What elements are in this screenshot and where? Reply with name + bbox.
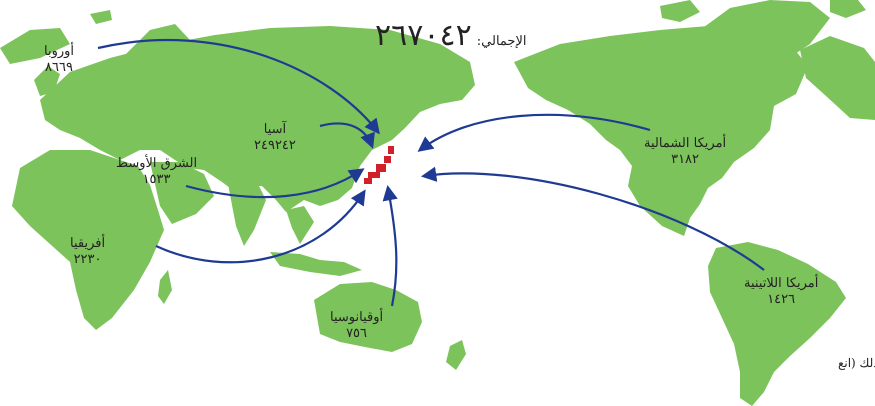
scandinavia-landmass — [120, 24, 190, 70]
japan-marker — [364, 146, 394, 184]
region-value: ٢٤٩٢٤٢ — [254, 138, 296, 153]
se-asia-landmass — [286, 206, 314, 244]
iceland-landmass — [830, 0, 866, 18]
indonesia-landmass — [270, 252, 362, 276]
region-value: ٨٦٦٩ — [45, 60, 73, 75]
region-name: أفريقيا — [70, 236, 106, 251]
eurasia-landmass — [40, 26, 475, 212]
region-label-europe: أوروبا ٨٦٦٩ — [44, 44, 74, 76]
oceania-flow-arrow — [382, 184, 398, 307]
africa-landmass — [12, 150, 164, 330]
british-isles-landmass — [34, 66, 60, 96]
arctic-island-landmass — [90, 10, 112, 24]
other-label: غير ذلك (انع — [838, 356, 875, 370]
region-value: ٧٥٦ — [346, 326, 368, 341]
total-value: ٢٦٧٠٤٢ — [375, 18, 472, 53]
region-name: أوروبا — [44, 44, 75, 59]
total-readout: الإجمالي: ٢٦٧٠٤٢ — [375, 18, 527, 53]
region-label-latin-america: أمريكا اللاتينية ١٤٢٦ — [744, 276, 818, 308]
region-name: أمريكا اللاتينية — [744, 276, 819, 291]
region-value: ٢٢٣٠ — [73, 252, 102, 267]
region-label-north-america: أمريكا الشمالية ٣١٨٢ — [644, 136, 726, 168]
arctic-archipelago-landmass — [660, 0, 700, 22]
north-america-landmass — [514, 26, 808, 236]
region-name: الشرق الأوسط — [116, 156, 198, 171]
australia-landmass — [314, 282, 422, 352]
asia-flow-arrow — [319, 122, 375, 149]
europe-flow-arrow — [97, 38, 380, 135]
india-landmass — [228, 184, 266, 246]
new-zealand-landmass — [446, 340, 466, 370]
region-value: ٣١٨٢ — [671, 152, 700, 167]
region-label-middle-east: الشرق الأوسط ١٥٣٣ — [116, 156, 197, 188]
greenland-landmass — [700, 0, 830, 64]
africa-flow-arrow — [155, 189, 366, 264]
region-value: ١٤٢٦ — [767, 292, 796, 307]
latin-america-flow-arrow — [420, 166, 765, 271]
region-label-asia: آسيا ٢٤٩٢٤٢ — [254, 122, 296, 154]
region-name: آسيا — [263, 122, 287, 137]
south-america-landmass — [708, 242, 846, 406]
north-america-flow-arrow — [417, 113, 651, 152]
arabia-landmass — [150, 162, 214, 224]
arctic-landmass — [0, 28, 70, 64]
total-label: الإجمالي: — [476, 34, 527, 49]
far-north-landmass — [800, 36, 875, 120]
madagascar-landmass — [158, 270, 172, 304]
region-value: ١٥٣٣ — [142, 172, 171, 187]
region-label-africa: أفريقيا ٢٢٣٠ — [70, 236, 105, 268]
region-name: أمريكا الشمالية — [644, 136, 727, 151]
region-label-oceania: أوقيانوسيا ٧٥٦ — [330, 310, 383, 342]
middle-east-flow-arrow — [185, 168, 365, 199]
region-name: أوقيانوسيا — [330, 310, 384, 325]
